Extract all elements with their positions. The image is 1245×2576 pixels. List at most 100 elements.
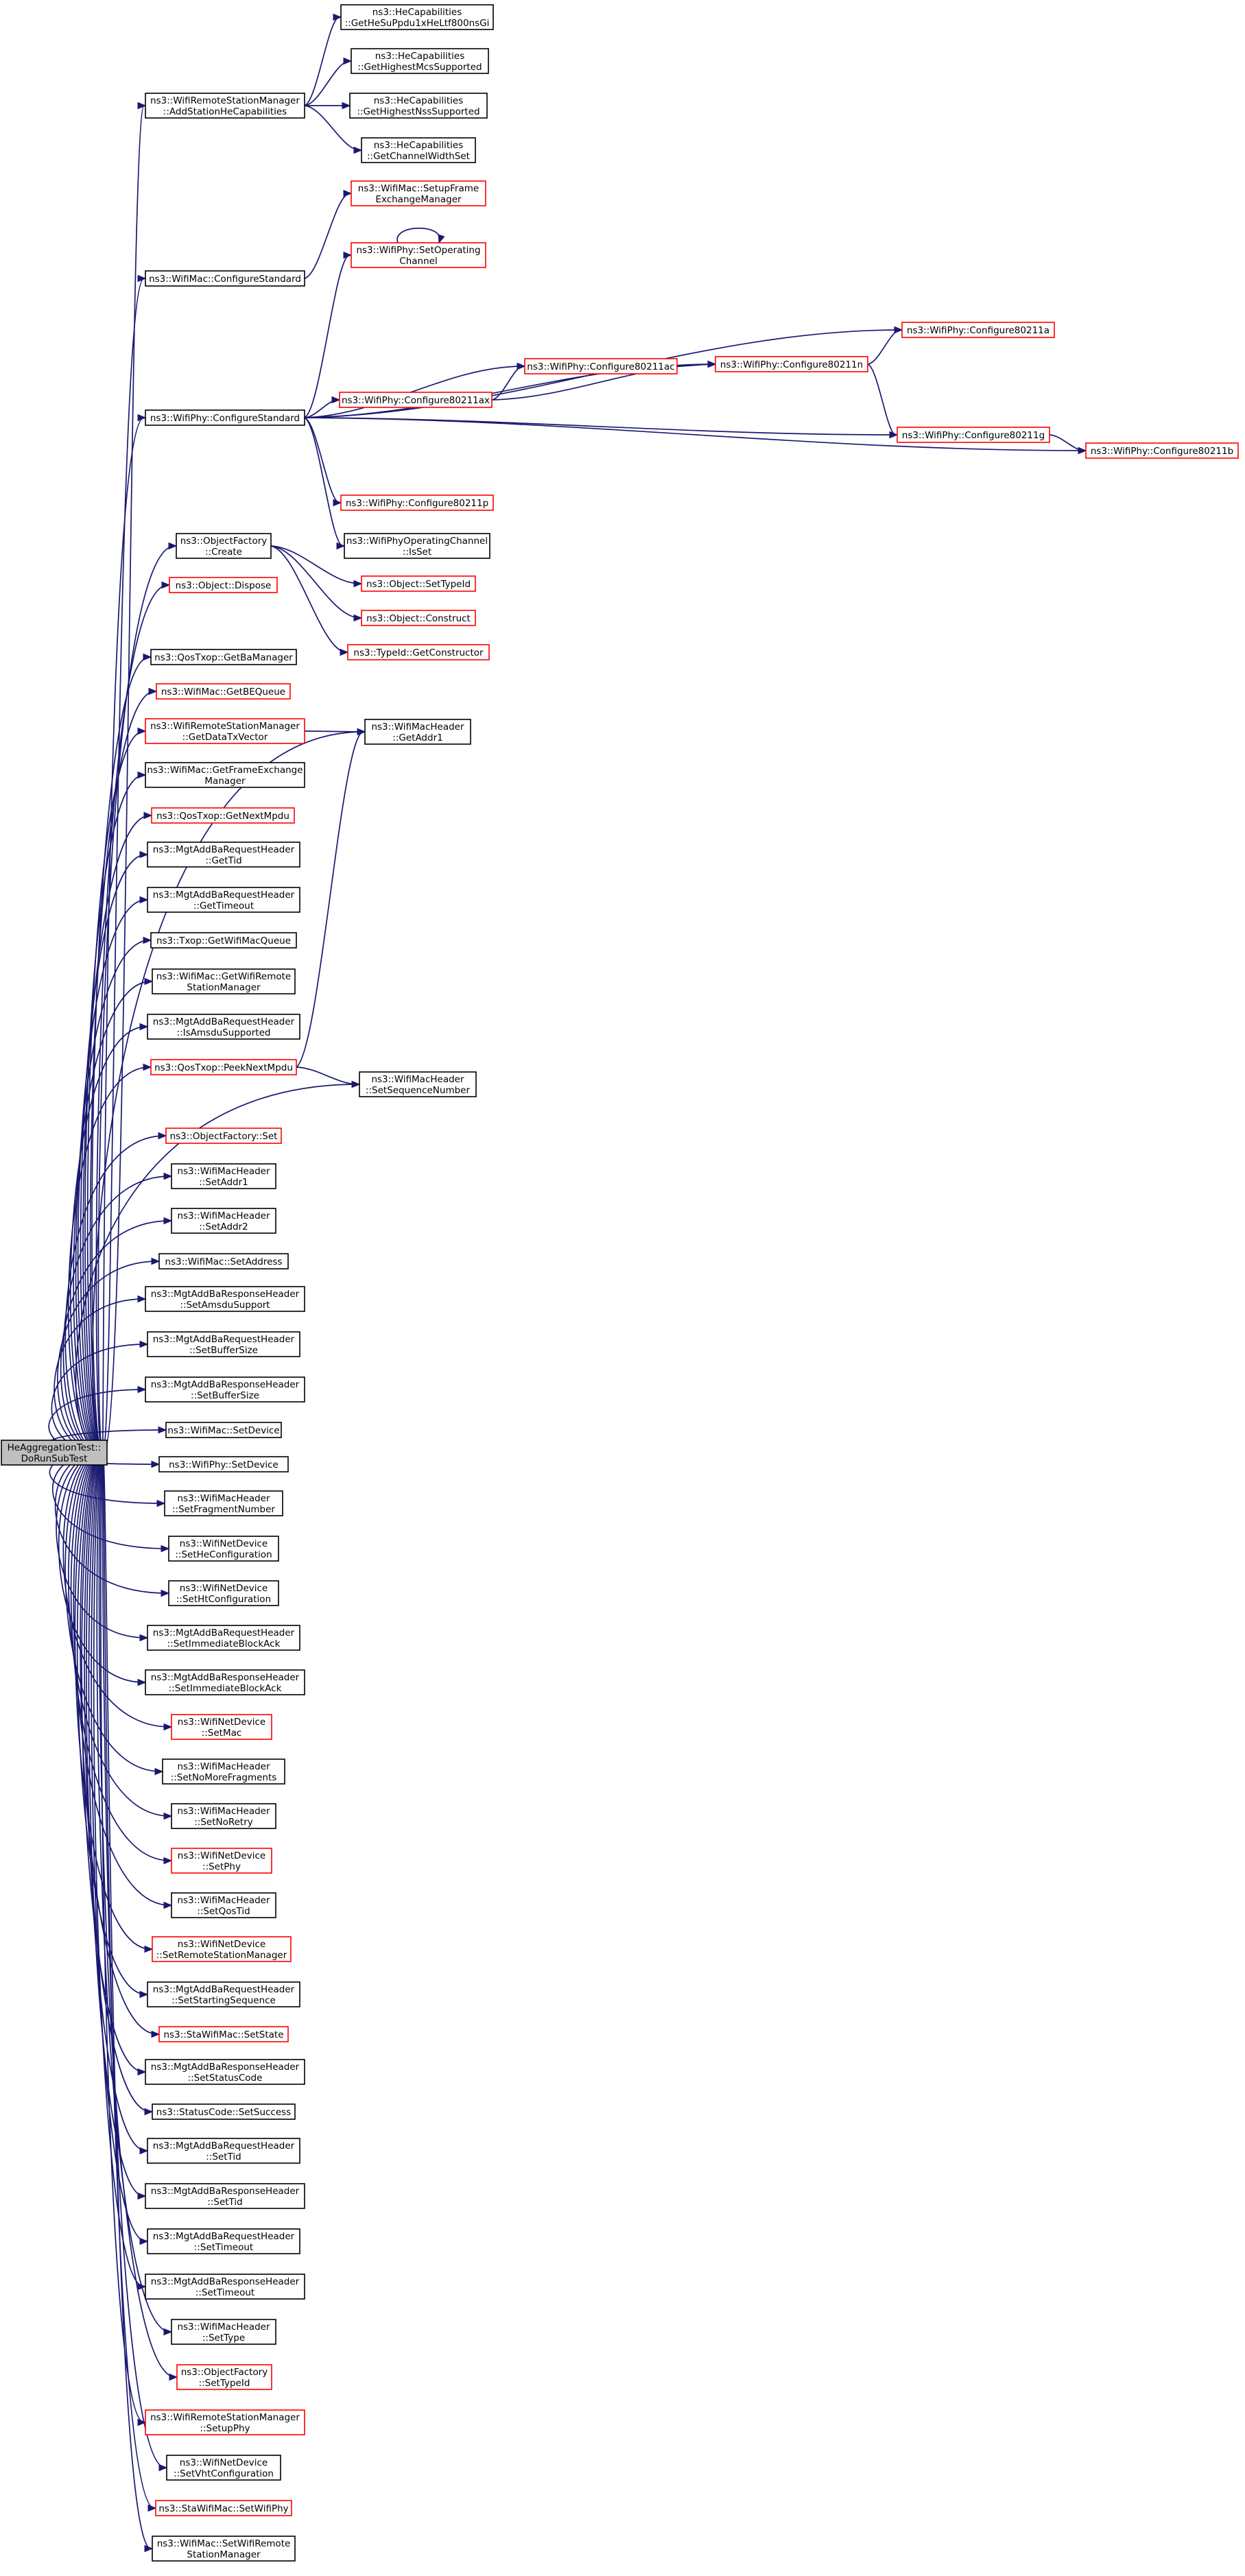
- node-set-no-more-frag[interactable]: ns3::WifiMacHeader::SetNoMoreFragments: [162, 1758, 285, 1785]
- node-set-ht-cfg[interactable]: ns3::WifiNetDevice::SetHtConfiguration: [168, 1580, 279, 1606]
- node-obj-dispose[interactable]: ns3::Object::Dispose: [169, 577, 278, 593]
- node-add-he-cap[interactable]: ns3::WifiRemoteStationManager::AddStatio…: [145, 93, 305, 119]
- node-get-data-tx-vec[interactable]: ns3::WifiRemoteStationManager::GetDataTx…: [145, 718, 305, 744]
- node-box: [147, 2138, 300, 2164]
- node-box: [171, 1892, 276, 1918]
- edge-root-to-req-set-timeout: [91, 1452, 149, 2245]
- node-get-addr1[interactable]: ns3::WifiMacHeader::GetAddr1: [364, 719, 471, 745]
- node-set-seq-num[interactable]: ns3::WifiMacHeader::SetSequenceNumber: [359, 1071, 477, 1097]
- node-box: [156, 683, 291, 700]
- node-of-create[interactable]: ns3::ObjectFactory::Create: [176, 533, 272, 559]
- node-req-set-tid[interactable]: ns3::MgtAddBaRequestHeader::SetTid: [147, 2138, 300, 2164]
- node-req-set-buf[interactable]: ns3::MgtAddBaRequestHeader::SetBufferSiz…: [147, 1331, 300, 1357]
- node-status-set-success[interactable]: ns3::StatusCode::SetSuccess: [152, 2103, 296, 2120]
- edge-root-to-get-next-mpdu: [82, 811, 153, 1453]
- node-get-bequeue[interactable]: ns3::WifiMac::GetBEQueue: [156, 683, 291, 700]
- node-cfg11g[interactable]: ns3::WifiPhy::Configure80211g: [897, 427, 1050, 443]
- node-cfg11n[interactable]: ns3::WifiPhy::Configure80211n: [715, 356, 868, 372]
- node-req-set-start-seq[interactable]: ns3::MgtAddBaRequestHeader::SetStartingS…: [147, 1981, 300, 2007]
- node-get-next-mpdu[interactable]: ns3::QosTxop::GetNextMpdu: [151, 807, 295, 824]
- node-set-address[interactable]: ns3::WifiMac::SetAddress: [158, 1253, 289, 1269]
- node-req-set-imm[interactable]: ns3::MgtAddBaRequestHeader::SetImmediate…: [147, 1625, 300, 1651]
- node-box: [164, 1490, 283, 1516]
- node-cfg11a[interactable]: ns3::WifiPhy::Configure80211a: [901, 322, 1055, 338]
- node-dev-set-mac[interactable]: ns3::WifiNetDevice::SetMac: [171, 1714, 272, 1740]
- node-label: ::SetQosTid: [197, 1906, 250, 1917]
- node-sta-set-state[interactable]: ns3::StaWifiMac::SetState: [158, 2026, 289, 2042]
- node-root[interactable]: HeAggregationTest::DoRunSubTest: [1, 1440, 108, 1466]
- node-box: [158, 1253, 289, 1269]
- node-box: [340, 494, 494, 511]
- node-resp-set-timeout[interactable]: ns3::MgtAddBaResponseHeader::SetTimeout: [145, 2274, 305, 2300]
- node-req-is-amsdu[interactable]: ns3::MgtAddBaRequestHeader::IsAmsduSuppo…: [147, 1014, 300, 1040]
- node-label: ::Create: [205, 547, 242, 558]
- node-of-set[interactable]: ns3::ObjectFactory::Set: [165, 1128, 282, 1144]
- node-op-ch-is-set[interactable]: ns3::WifiPhyOperatingChannel::IsSet: [344, 533, 490, 559]
- node-label: ns3::WifiMac::GetBEQueue: [161, 687, 285, 697]
- node-box: [347, 644, 490, 660]
- node-get-rsm[interactable]: ns3::WifiMac::GetWifiRemoteStationManage…: [152, 968, 296, 994]
- node-label: ::SetHtConfiguration: [176, 1594, 271, 1605]
- node-resp-set-buf[interactable]: ns3::MgtAddBaResponseHeader::SetBufferSi…: [145, 1376, 305, 1403]
- node-resp-set-imm[interactable]: ns3::MgtAddBaResponseHeader::SetImmediat…: [145, 1669, 305, 1695]
- node-label: ns3::WifiPhy::Configure80211g: [902, 430, 1045, 441]
- node-he-get-mcs[interactable]: ns3::HeCapabilities::GetHighestMcsSuppor…: [351, 48, 489, 74]
- node-cfg11b[interactable]: ns3::WifiPhy::Configure80211b: [1085, 442, 1239, 459]
- node-set-type[interactable]: ns3::WifiMacHeader::SetType: [171, 2319, 276, 2345]
- node-label: ns3::ObjectFactory: [181, 2367, 268, 2378]
- node-set-qos-tid[interactable]: ns3::WifiMacHeader::SetQosTid: [171, 1892, 276, 1918]
- node-obj-construct[interactable]: ns3::Object::Construct: [361, 610, 476, 626]
- node-label: ns3::MgtAddBaResponseHeader: [151, 2062, 300, 2073]
- node-obj-set-type-id[interactable]: ns3::Object::SetTypeId: [361, 575, 476, 592]
- node-phy-set-device[interactable]: ns3::WifiPhy::SetDevice: [158, 1456, 289, 1472]
- node-cfg11ax[interactable]: ns3::WifiPhy::Configure80211ax: [339, 392, 493, 408]
- node-cfg11ac[interactable]: ns3::WifiPhy::Configure80211ac: [524, 358, 678, 374]
- node-rsm-setup-phy[interactable]: ns3::WifiRemoteStationManager::SetupPhy: [145, 2409, 305, 2435]
- node-of-set-type-id[interactable]: ns3::ObjectFactory::SetTypeId: [176, 2364, 272, 2390]
- node-cfg11p[interactable]: ns3::WifiPhy::Configure80211p: [340, 494, 494, 511]
- node-box: [145, 2274, 305, 2300]
- node-he-get-nss[interactable]: ns3::HeCapabilities::GetHighestNssSuppor…: [349, 93, 488, 119]
- node-dev-set-phy[interactable]: ns3::WifiNetDevice::SetPhy: [171, 1848, 272, 1874]
- edge-root-to-rsm-setup-phy: [100, 1452, 147, 2426]
- node-set-frag-num[interactable]: ns3::WifiMacHeader::SetFragmentNumber: [164, 1490, 283, 1516]
- node-peek-next-mpdu[interactable]: ns3::QosTxop::PeekNextMpdu: [150, 1059, 297, 1075]
- node-label: ::GetChannelWidthSet: [367, 151, 470, 162]
- edge-root-to-set-no-retry: [67, 1452, 173, 1820]
- node-set-no-retry[interactable]: ns3::WifiMacHeader::SetNoRetry: [171, 1803, 276, 1829]
- node-set-vht-cfg[interactable]: ns3::WifiNetDevice::SetVhtConfiguration: [166, 2455, 281, 2481]
- node-req-get-tid[interactable]: ns3::MgtAddBaRequestHeader::GetTid: [147, 842, 300, 868]
- node-box: [147, 842, 300, 868]
- node-req-get-timeout[interactable]: ns3::MgtAddBaRequestHeader::GetTimeout: [147, 887, 300, 913]
- node-phy-cfg-std[interactable]: ns3::WifiPhy::ConfigureStandard: [145, 409, 305, 426]
- node-he-get-cw[interactable]: ns3::HeCapabilities::GetChannelWidthSet: [361, 137, 476, 163]
- node-set-addr1[interactable]: ns3::WifiMacHeader::SetAddr1: [171, 1163, 276, 1189]
- node-resp-set-status[interactable]: ns3::MgtAddBaResponseHeader::SetStatusCo…: [145, 2059, 305, 2085]
- node-get-ba-mgr[interactable]: ns3::QosTxop::GetBaManager: [150, 649, 297, 665]
- node-box: [361, 610, 476, 626]
- node-box: [171, 1163, 276, 1189]
- edge-root-to-set-no-more-frag: [64, 1452, 164, 1776]
- node-sta-set-phy[interactable]: ns3::StaWifiMac::SetWifiPhy: [155, 2500, 292, 2516]
- edge-cfg11n-to-cfg11a: [867, 326, 903, 365]
- node-set-he-cfg[interactable]: ns3::WifiNetDevice::SetHeConfiguration: [168, 1536, 279, 1562]
- node-label: ns3::MgtAddBaRequestHeader: [153, 1016, 295, 1027]
- node-he-get-su[interactable]: ns3::HeCapabilities::GetHeSuPpdu1xHeLtf8…: [340, 4, 494, 30]
- node-set-addr2[interactable]: ns3::WifiMacHeader::SetAddr2: [171, 1208, 276, 1234]
- node-label: ::GetAddr1: [392, 732, 442, 743]
- node-mac-set-rsm[interactable]: ns3::WifiMac::SetWifiRemoteStationManage…: [152, 2536, 296, 2562]
- node-dev-set-rsm[interactable]: ns3::WifiNetDevice::SetRemoteStationMana…: [152, 1936, 292, 1962]
- node-resp-set-tid[interactable]: ns3::MgtAddBaResponseHeader::SetTid: [145, 2183, 305, 2209]
- node-mac-cfg-std[interactable]: ns3::WifiMac::ConfigureStandard: [145, 270, 305, 287]
- node-resp-set-amsdu[interactable]: ns3::MgtAddBaResponseHeader::SetAmsduSup…: [145, 1286, 305, 1312]
- node-type-id-get-ctor[interactable]: ns3::TypeId::GetConstructor: [347, 644, 490, 660]
- node-req-set-timeout[interactable]: ns3::MgtAddBaRequestHeader::SetTimeout: [147, 2228, 300, 2254]
- node-get-mac-queue[interactable]: ns3::Txop::GetWifiMacQueue: [150, 932, 297, 949]
- edge-root-to-req-is-amsdu: [69, 1023, 149, 1453]
- node-label: ns3::MgtAddBaResponseHeader: [151, 1379, 300, 1390]
- node-mac-set-device[interactable]: ns3::WifiMac::SetDevice: [165, 1422, 282, 1438]
- node-box: [152, 1936, 292, 1962]
